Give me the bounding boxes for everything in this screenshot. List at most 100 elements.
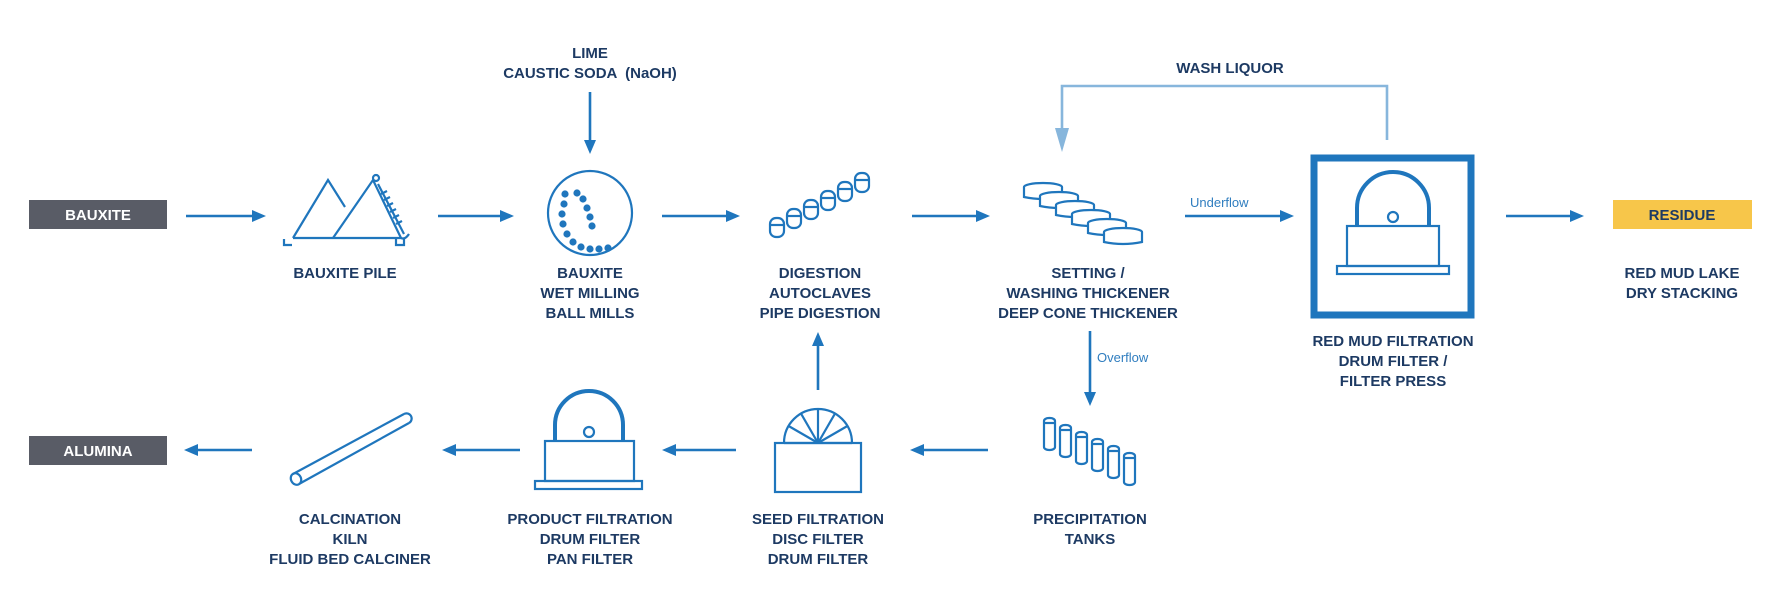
- autoclave-vessel: [836, 180, 854, 203]
- svg-text:RED MUD FILTRATION: RED MUD FILTRATION: [1312, 333, 1473, 350]
- autoclaves-icon: [768, 171, 871, 239]
- residue-output-box: RESIDUE: [1613, 200, 1752, 229]
- disc-spoke: [817, 425, 848, 444]
- svg-text:FILTER PRESS: FILTER PRESS: [1340, 373, 1446, 390]
- arrow-seed-to-product: [662, 444, 736, 456]
- autoclave-vessel: [768, 216, 786, 239]
- arrow-pile-to-mill: [438, 210, 514, 222]
- autoclave-vessel: [785, 207, 803, 230]
- step-label-seed-filtration: SEED FILTRATION DISC FILTER DRUM FILTER: [752, 511, 884, 568]
- residue-label: RESIDUE: [1649, 207, 1716, 224]
- wash-liquor-label: WASH LIQUOR: [1176, 60, 1284, 77]
- svg-text:DRUM FILTER: DRUM FILTER: [768, 551, 869, 568]
- arrow-overflow: [1084, 331, 1096, 406]
- svg-text:FLUID BED CALCINER: FLUID BED CALCINER: [269, 551, 431, 568]
- arrow-additives-down: [584, 92, 596, 154]
- disc-spoke: [800, 413, 819, 444]
- mill-ball: [586, 213, 594, 221]
- svg-text:AUTOCLAVES: AUTOCLAVES: [769, 285, 871, 302]
- disc-filter-icon: [773, 407, 863, 494]
- mill-ball: [588, 222, 596, 230]
- mill-ball: [560, 200, 568, 208]
- mill-ball: [569, 238, 577, 246]
- thickener-tank-body: [1102, 232, 1144, 246]
- step-label-product-filtration: PRODUCT FILTRATION DRUM FILTER PAN FILTE…: [507, 511, 672, 568]
- svg-text:RED MUD LAKE: RED MUD LAKE: [1625, 265, 1740, 282]
- mill-ball: [604, 244, 612, 252]
- svg-text:WASHING THICKENER: WASHING THICKENER: [1006, 285, 1170, 302]
- underflow-label: Underflow: [1190, 195, 1249, 210]
- overflow-label: Overflow: [1097, 350, 1149, 365]
- svg-text:CALCINATION: CALCINATION: [299, 511, 401, 528]
- precipitation-tank: [1106, 444, 1121, 480]
- svg-text:BAUXITE: BAUXITE: [557, 265, 623, 282]
- svg-text:BALL MILLS: BALL MILLS: [546, 305, 635, 322]
- mill-ball: [563, 230, 571, 238]
- arrow-precipitation-to-seed: [910, 444, 988, 456]
- arrow-calcination-to-alumina: [184, 444, 252, 456]
- arrow-mill-to-digestion: [662, 210, 740, 222]
- red-mud-filtration-highlight: [1310, 154, 1475, 319]
- svg-text:PAN FILTER: PAN FILTER: [547, 551, 633, 568]
- mill-ball: [579, 195, 587, 203]
- step-label-wet-milling: BAUXITE WET MILLING BALL MILLS: [540, 265, 639, 322]
- step-label-calcination: CALCINATION KILN FLUID BED CALCINER: [269, 511, 431, 568]
- drum-filter-icon: [1335, 170, 1451, 276]
- mill-ball: [559, 220, 567, 228]
- autoclave-vessel: [802, 198, 820, 221]
- svg-text:SETTING /: SETTING /: [1051, 265, 1125, 282]
- arrow-filtration-to-residue: [1506, 210, 1584, 222]
- svg-text:BAUXITE PILE: BAUXITE PILE: [293, 265, 396, 282]
- svg-text:DIGESTION: DIGESTION: [779, 265, 862, 282]
- drum-filter-icon: [533, 389, 644, 491]
- mill-ball: [595, 245, 603, 253]
- precipitation-tank: [1074, 430, 1089, 466]
- step-label-red-mud-filtration: RED MUD FILTRATION DRUM FILTER / FILTER …: [1312, 333, 1473, 390]
- alumina-label: ALUMINA: [63, 443, 132, 460]
- precipitation-tank: [1122, 451, 1137, 487]
- svg-text:PRODUCT FILTRATION: PRODUCT FILTRATION: [507, 511, 672, 528]
- precipitation-tank: [1058, 423, 1073, 459]
- svg-text:WET MILLING: WET MILLING: [540, 285, 639, 302]
- svg-text:KILN: KILN: [333, 531, 368, 548]
- autoclave-vessel: [819, 189, 837, 212]
- svg-text:TANKS: TANKS: [1065, 531, 1116, 548]
- thickener-icon: [1022, 181, 1144, 246]
- arrow-underflow: [1185, 210, 1294, 222]
- kiln-icon: [289, 412, 413, 486]
- precipitation-tanks-icon: [1042, 416, 1137, 487]
- svg-text:SEED FILTRATION: SEED FILTRATION: [752, 511, 884, 528]
- step-label-digestion: DIGESTION AUTOCLAVES PIPE DIGESTION: [760, 265, 881, 322]
- svg-text:DEEP CONE THICKENER: DEEP CONE THICKENER: [998, 305, 1178, 322]
- alumina-output-box: ALUMINA: [29, 436, 167, 465]
- ball-mill-icon: [546, 169, 634, 257]
- arrow-digestion-to-thickener: [912, 210, 990, 222]
- step-label-precipitation: PRECIPITATION TANKS: [1033, 511, 1147, 548]
- svg-text:PIPE DIGESTION: PIPE DIGESTION: [760, 305, 881, 322]
- svg-text:PRECIPITATION: PRECIPITATION: [1033, 511, 1147, 528]
- svg-text:DISC FILTER: DISC FILTER: [772, 531, 864, 548]
- residue-destinations: RED MUD LAKE DRY STACKING: [1625, 265, 1740, 302]
- disc-spoke: [817, 413, 836, 444]
- bauxite-input-box: BAUXITE: [29, 200, 167, 229]
- additive-caustic-soda: CAUSTIC SODA (NaOH): [503, 65, 677, 82]
- mill-ball: [583, 204, 591, 212]
- stockpile-icon: [282, 173, 410, 247]
- arrow-seed-to-digestion: [812, 332, 824, 390]
- mill-ball: [577, 243, 585, 251]
- bauxite-label: BAUXITE: [65, 207, 131, 224]
- precipitation-tank: [1042, 416, 1057, 452]
- autoclave-vessel: [853, 171, 871, 194]
- step-label-thickener: SETTING / WASHING THICKENER DEEP CONE TH…: [998, 265, 1178, 322]
- precipitation-tank: [1090, 437, 1105, 473]
- step-label-bauxite-pile: BAUXITE PILE: [293, 265, 396, 282]
- disc-spoke: [788, 425, 819, 444]
- wash-liquor-loop: [1055, 84, 1389, 152]
- svg-text:DRUM FILTER /: DRUM FILTER /: [1339, 353, 1449, 370]
- mill-ball: [558, 210, 566, 218]
- additive-lime: LIME: [572, 45, 608, 62]
- svg-text:DRUM FILTER: DRUM FILTER: [540, 531, 641, 548]
- mill-ball: [561, 190, 569, 198]
- mill-ball: [586, 245, 594, 253]
